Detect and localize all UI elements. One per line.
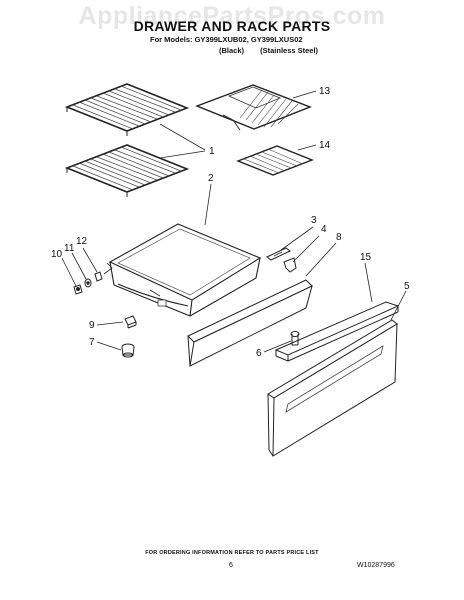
- bolt-part-10: [73, 284, 83, 295]
- callout-labels: 1 2 3 4 5 6 7 8 9 10 11 12 13 14 15: [51, 86, 410, 359]
- callout-13: 13: [319, 86, 331, 97]
- watermark: AppliancePartsPros.com: [78, 2, 386, 30]
- rack-insert: [236, 145, 314, 176]
- pad-part-9: [124, 315, 137, 329]
- callout-9: 9: [89, 320, 95, 331]
- variant-black: (Black): [219, 46, 245, 55]
- variant-stainless: (Stainless Steel): [260, 46, 319, 55]
- drawer-clip: [283, 257, 297, 273]
- storage-drawer: [103, 223, 262, 317]
- drawer-bracket: [266, 247, 291, 261]
- split-rack: [195, 84, 312, 131]
- model-list: For Models: GY399LXUB02, GY399LXUS02: [150, 35, 303, 44]
- callout-8: 8: [336, 232, 342, 243]
- oven-rack-lower: [64, 144, 190, 197]
- nut-part-12: [94, 271, 103, 282]
- callout-15: 15: [360, 252, 372, 263]
- oven-rack-upper: [64, 83, 190, 136]
- drawer-front-panel: [187, 279, 313, 367]
- drawer-front: [267, 319, 398, 457]
- callout-11: 11: [64, 243, 75, 254]
- callout-6: 6: [256, 348, 262, 359]
- callout-10: 10: [51, 249, 63, 260]
- screw-part-6: [290, 331, 300, 346]
- callout-1: 1: [209, 146, 215, 157]
- page-title: DRAWER AND RACK PARTS: [133, 18, 331, 34]
- callout-7: 7: [89, 337, 95, 348]
- callout-4: 4: [321, 224, 327, 235]
- model-variants: (Black) (Stainless Steel): [219, 46, 332, 55]
- callout-2: 2: [208, 173, 214, 184]
- document-number: W10287996: [357, 562, 395, 569]
- callout-14: 14: [319, 140, 331, 151]
- foot-part-7: [121, 343, 135, 358]
- callout-3: 3: [311, 215, 317, 226]
- callout-5: 5: [404, 281, 410, 292]
- leader-lines: [61, 90, 407, 353]
- ordering-note: FOR ORDERING INFORMATION REFER TO PARTS …: [145, 550, 319, 556]
- page-number: 6: [229, 562, 233, 569]
- callout-12: 12: [76, 236, 88, 247]
- washer-part-11: [84, 278, 92, 288]
